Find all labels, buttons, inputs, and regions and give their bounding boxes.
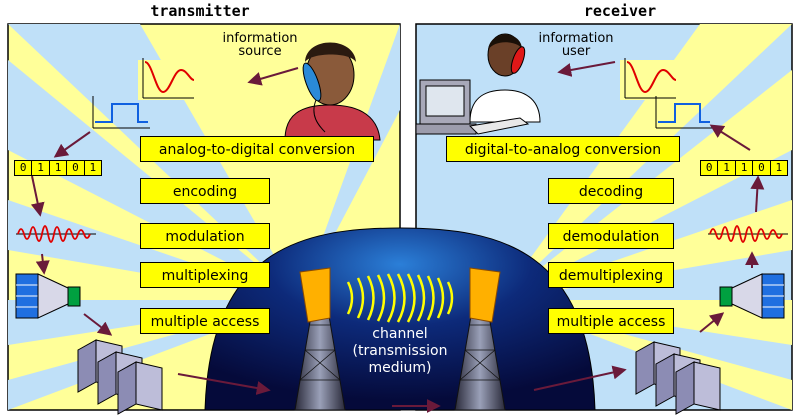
bit: 1 (32, 161, 50, 175)
multiplexer-icon (15, 273, 81, 319)
information-source-person-icon (284, 42, 381, 141)
information-user-label-line2: user (561, 44, 591, 59)
arrow-wave-to-bits (750, 175, 765, 213)
bit: 0 (67, 161, 85, 175)
receiver-tower-icon (454, 267, 506, 411)
channel-label: channel (transmission medium) (352, 326, 448, 377)
analog-signal-icon (138, 58, 195, 100)
arrow-modulation-to-mux (35, 253, 50, 275)
arrow-mux-to-servers (83, 313, 113, 336)
arrow-tower-to-servers (533, 365, 627, 391)
bit: 0 (701, 161, 719, 175)
servers-icon (77, 339, 163, 415)
transmitter-tower-icon (294, 267, 346, 411)
demultiplexer-icon (719, 273, 785, 319)
arrow-source-to-analog (247, 67, 299, 86)
channel-label-line2: (transmission (352, 343, 448, 359)
digital-signal-icon (92, 96, 150, 129)
stage-encoding: encoding (140, 178, 270, 204)
bit: 0 (15, 161, 33, 175)
information-source-label-line2: source (238, 44, 282, 59)
information-source-label-line1: information (222, 31, 298, 46)
arrow-digital-to-bits (53, 131, 91, 158)
bit: 1 (89, 161, 97, 174)
information-source-label: information source (208, 32, 312, 58)
radio-waves-icon (346, 273, 454, 323)
stage-decoding: decoding (548, 178, 674, 204)
stage-modulation: modulation (140, 223, 270, 249)
demodulated-wave-icon (708, 225, 788, 243)
analog-signal-output-icon (620, 58, 677, 100)
arrow-bits-to-digital (709, 124, 751, 151)
information-user-label: information user (524, 32, 628, 58)
bit: 1 (736, 161, 754, 175)
transmitter-title: transmitter (150, 2, 250, 20)
arrow-bits-to-modulation (30, 175, 45, 217)
stage-multiple-access: multiple access (140, 308, 270, 334)
stage-demodulation: demodulation (548, 223, 674, 249)
stage-digital-to-analog-conversion: digital-to-analog conversion (446, 136, 680, 162)
receiver-bits: 0 1 1 0 1 (700, 160, 788, 176)
stage-multiplexing: multiplexing (140, 262, 270, 288)
bit: 0 (753, 161, 771, 175)
receiver-servers-icon (635, 341, 721, 415)
computer-monitor-icon (415, 79, 530, 135)
bit: 1 (50, 161, 68, 175)
receiver-title: receiver (583, 2, 657, 20)
arrow-servers-to-demux (699, 312, 725, 333)
channel-label-line3: medium) (368, 360, 432, 376)
transmitter-bits: 0 1 1 0 1 (14, 160, 102, 176)
stage-receiver-multiple-access: multiple access (548, 308, 674, 334)
information-user-label-line1: information (538, 31, 614, 46)
bit: 1 (775, 161, 783, 174)
information-user-person-icon (469, 33, 541, 123)
bit: 1 (718, 161, 736, 175)
stage-analog-to-digital-conversion: analog-to-digital conversion (140, 136, 374, 162)
modulated-wave-icon (16, 225, 96, 243)
arrow-analog-to-user (557, 61, 616, 77)
digital-signal-output-icon (655, 96, 712, 129)
channel-label-line1: channel (372, 326, 428, 342)
arrow-servers-to-tower (177, 373, 271, 395)
stage-demultiplexing: demultiplexing (548, 262, 674, 288)
